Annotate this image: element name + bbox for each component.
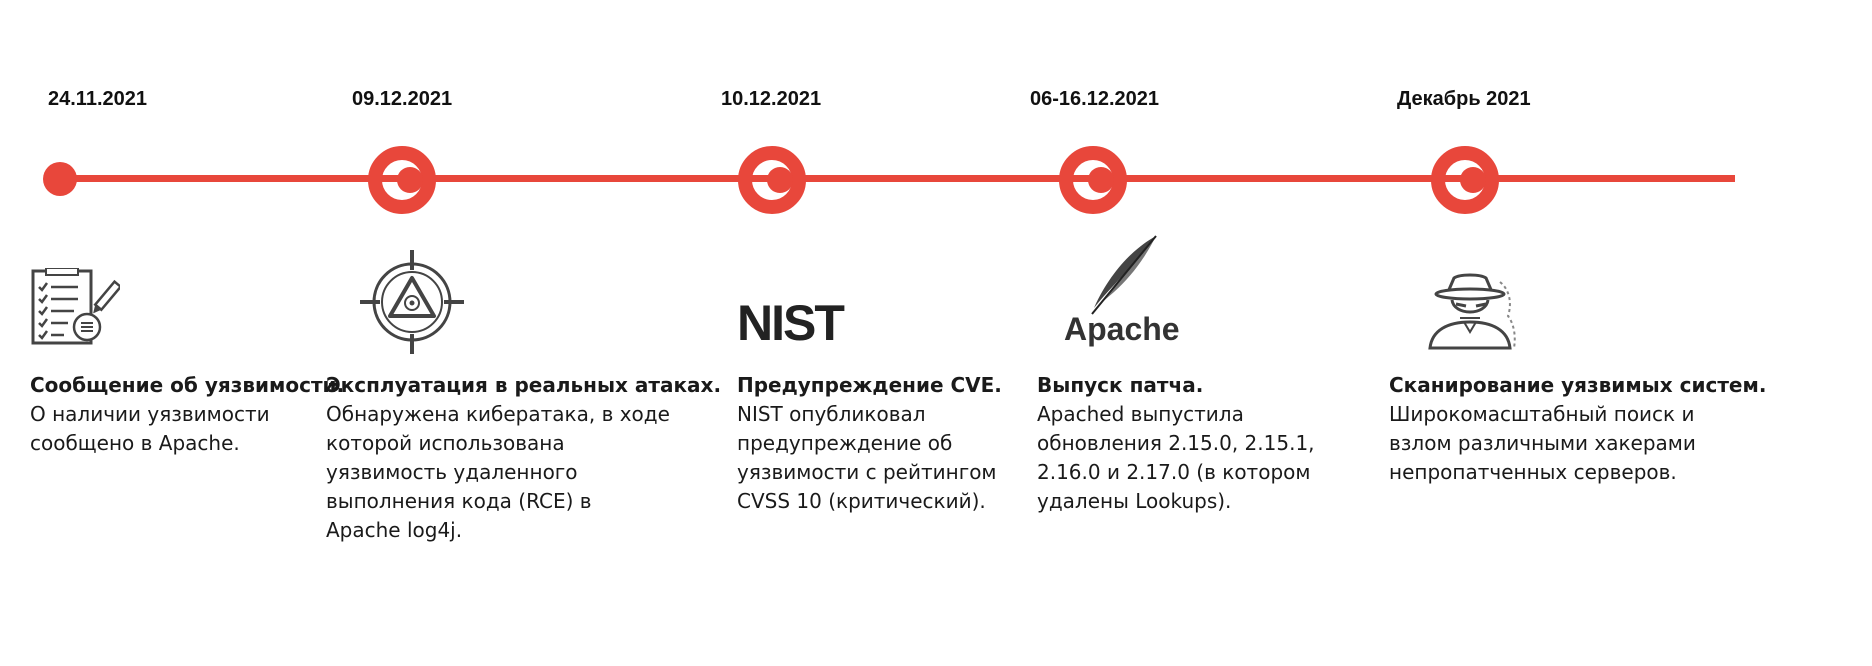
event-body-1: О наличии уязвимости сообщено в Apache. (30, 402, 270, 455)
event-date-5: Декабрь 2021 (1397, 88, 1531, 110)
event-body-5: Широкомасштабный поиск и взлом различным… (1389, 402, 1696, 484)
checklist-icon (30, 268, 120, 346)
event-title-1: Сообщение об уязвимости. (30, 373, 345, 397)
event-body-2: Обнаружена кибератака, в ходе которой ис… (326, 402, 670, 542)
event-description-1: Сообщение об уязвимости. О наличии уязви… (30, 371, 345, 458)
event-description-5: Сканирование уязвимых систем. Широкомасш… (1389, 371, 1769, 487)
timeline-start-dot (43, 162, 77, 196)
timeline-line (58, 175, 1735, 182)
event-date-4: 06-16.12.2021 (1030, 88, 1160, 110)
svg-text:Apache: Apache (1064, 311, 1180, 347)
hacker-spy-icon (1424, 272, 1524, 350)
timeline-marker-3 (736, 144, 808, 216)
event-date-2: 09.12.2021 (352, 88, 453, 110)
event-description-4: Выпуск патча. Apached выпустила обновлен… (1037, 371, 1337, 516)
apache-feather-logo: Apache (1062, 232, 1192, 350)
timeline-marker-4 (1057, 144, 1129, 216)
event-body-4: Apached выпустила обновления 2.15.0, 2.1… (1037, 402, 1315, 513)
event-title-4: Выпуск патча. (1037, 373, 1204, 397)
crosshair-target-icon (358, 248, 466, 356)
nist-logo: NIST (737, 300, 877, 344)
event-description-3: Предупреждение CVE. NIST опубликовал пре… (737, 371, 1007, 516)
timeline-marker-5 (1429, 144, 1501, 216)
event-date-3: 10.12.2021 (721, 88, 822, 110)
event-date-1: 24.11.2021 (48, 88, 147, 110)
svg-text:NIST: NIST (737, 300, 844, 344)
event-title-2: Эксплуатация в реальных атаках. (326, 373, 722, 397)
event-title-5: Сканирование уязвимых систем. (1389, 373, 1767, 397)
timeline-marker-2 (366, 144, 438, 216)
event-title-3: Предупреждение CVE. (737, 373, 1002, 397)
event-body-3: NIST опубликовал предупреждение об уязви… (737, 402, 997, 513)
event-description-2: Эксплуатация в реальных атаках. Обнаруже… (326, 371, 722, 545)
